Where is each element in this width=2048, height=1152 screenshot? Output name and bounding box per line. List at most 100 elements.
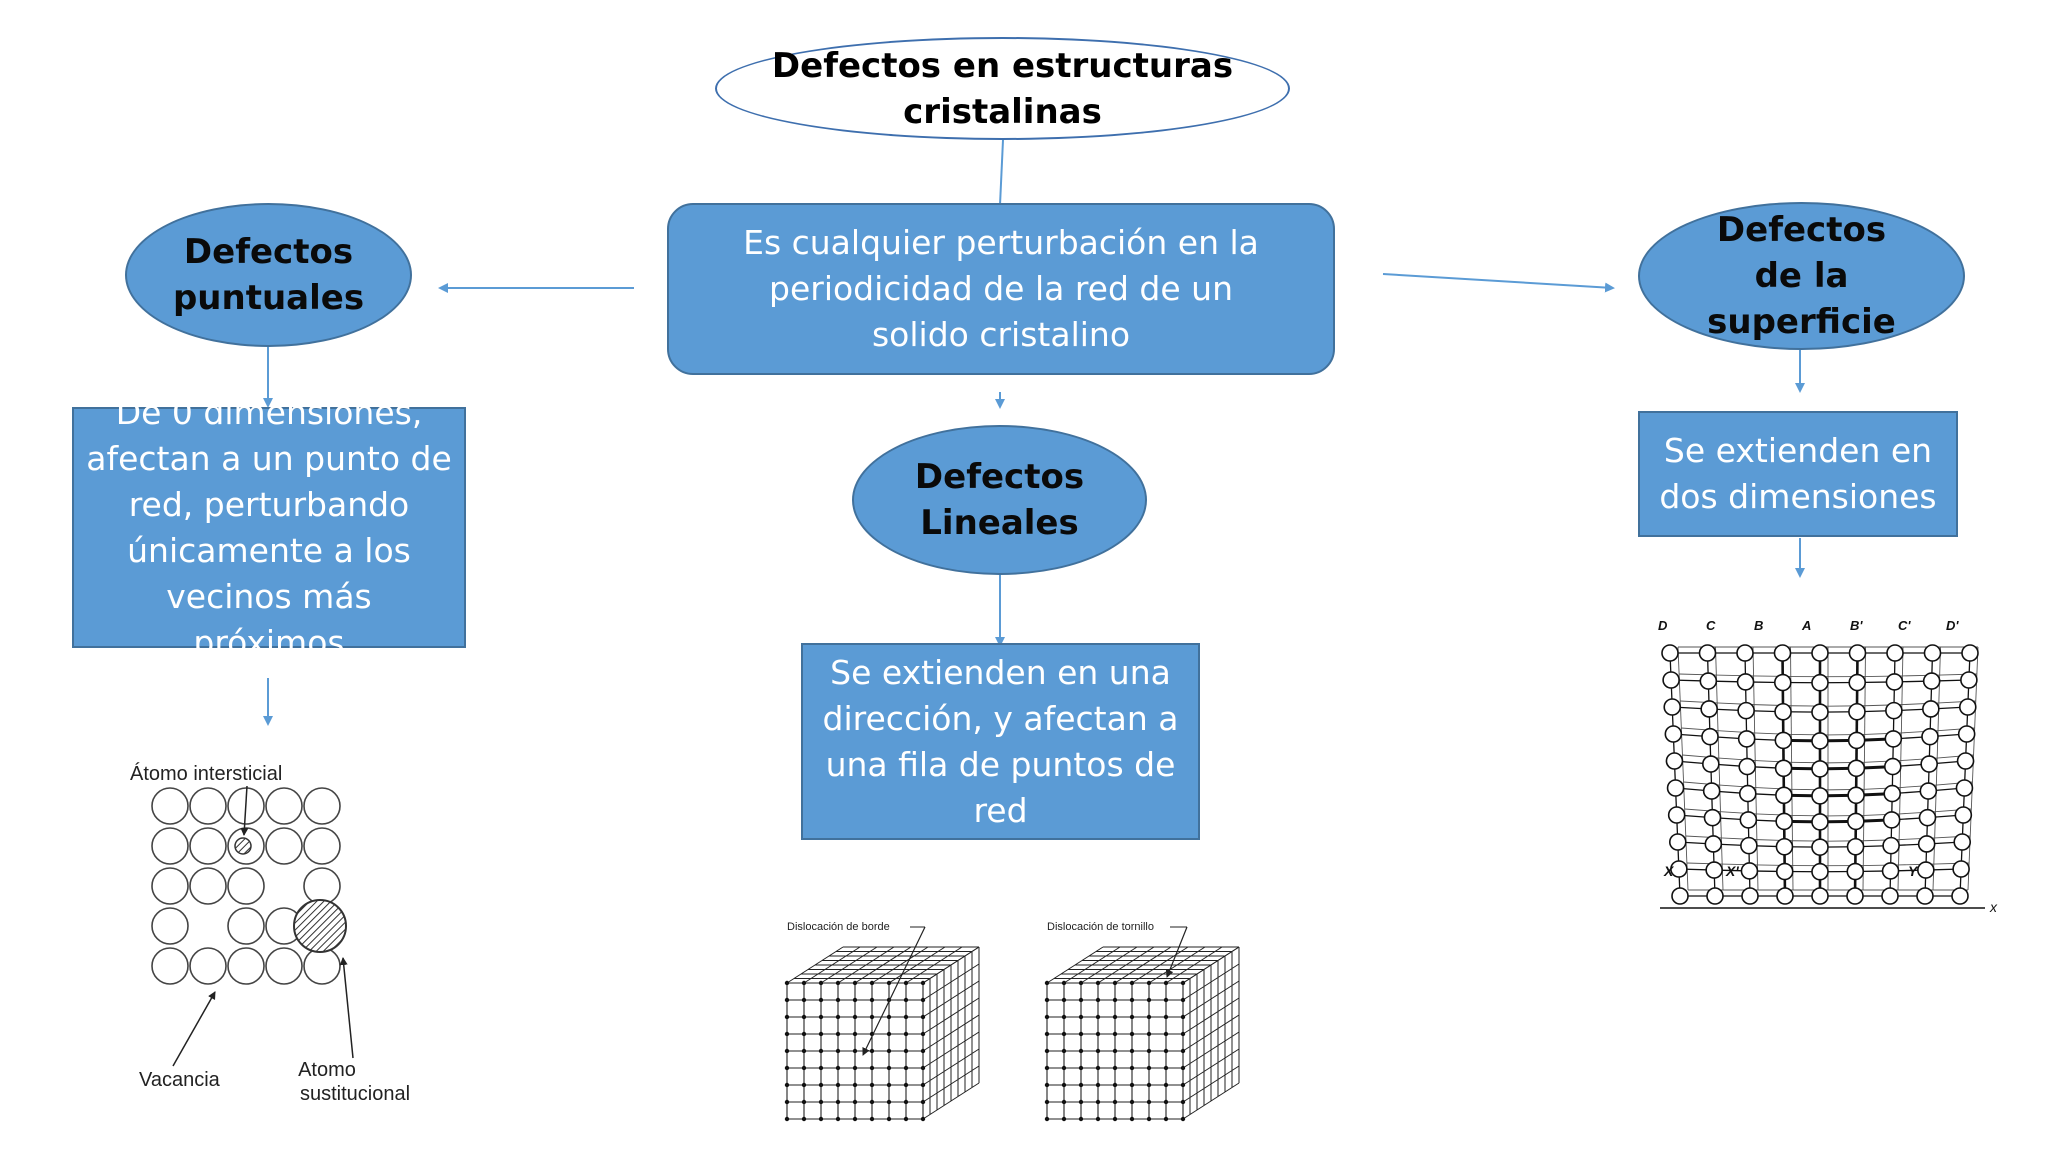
- lattice-node: [1078, 997, 1084, 1003]
- point-defects-node: Defectos puntuales: [125, 203, 412, 347]
- lattice-node: [784, 1014, 790, 1020]
- lattice-node: [818, 1082, 824, 1088]
- lattice-atom: [1956, 752, 1975, 770]
- lattice-atom: [1774, 759, 1793, 778]
- lattice-node: [1078, 1082, 1084, 1088]
- lattice-atom: [1883, 757, 1902, 776]
- lattice-node: [1146, 1116, 1152, 1122]
- lattice-node: [1129, 1048, 1135, 1054]
- surface-top-label: D: [1658, 618, 1668, 633]
- lattice-atom: [1736, 673, 1755, 691]
- lattice-atom: [151, 787, 189, 825]
- lattice-atom: [189, 827, 227, 865]
- lattice-atom: [1882, 836, 1900, 855]
- lattice-node: [852, 1099, 858, 1105]
- lattice-node: [852, 1065, 858, 1071]
- lattice-atom: [1923, 644, 1942, 662]
- lattice-node: [1044, 1099, 1050, 1105]
- lattice-node: [1078, 1031, 1084, 1037]
- lattice-node: [1180, 980, 1186, 986]
- lattice-node: [784, 1065, 790, 1071]
- vacancy-label: Vacancia: [139, 1069, 221, 1091]
- lattice-node: [920, 1048, 926, 1054]
- lattice-node: [1095, 1082, 1101, 1088]
- lattice-node: [818, 1065, 824, 1071]
- surface-defects-node: Defectos de la superficie: [1638, 202, 1965, 350]
- lattice-atom: [151, 867, 189, 905]
- lattice-atom: [1662, 671, 1680, 689]
- lattice-node: [1146, 1099, 1152, 1105]
- lattice-atom: [227, 907, 265, 945]
- lattice-node: [801, 1048, 807, 1054]
- lattice-atom: [1740, 862, 1759, 880]
- lattice-node: [1112, 980, 1118, 986]
- lattice-atom: [1886, 644, 1904, 662]
- lattice-atom: [303, 787, 341, 825]
- lattice-atom: [1847, 786, 1865, 805]
- lattice-node: [835, 980, 841, 986]
- lattice-node: [920, 1082, 926, 1088]
- lattice-node: [835, 1031, 841, 1037]
- lattice-atom: [303, 867, 341, 905]
- lattice-atom: [1664, 725, 1683, 743]
- lattice-node: [1078, 1014, 1084, 1020]
- lattice-node: [818, 1099, 824, 1105]
- lattice-node: [784, 1048, 790, 1054]
- lattice-atom: [1885, 673, 1904, 691]
- lattice-node: [1146, 997, 1152, 1003]
- lattice-atom: [1811, 838, 1829, 856]
- lattice-node: [835, 1082, 841, 1088]
- lattice-node: [869, 1048, 875, 1054]
- lattice-node: [1095, 1031, 1101, 1037]
- lattice-node: [1180, 1031, 1186, 1037]
- lattice-node: [869, 1065, 875, 1071]
- lattice-node: [1180, 1048, 1186, 1054]
- lattice-node: [1044, 980, 1050, 986]
- lattice-node: [920, 1065, 926, 1071]
- lattice-atom: [1703, 808, 1722, 827]
- lattice-atom: [1811, 644, 1829, 662]
- lattice-node: [1112, 1099, 1118, 1105]
- lattice-atom: [1698, 644, 1717, 662]
- lattice-node: [1146, 980, 1152, 986]
- connector-title-to-definition: [999, 139, 1004, 206]
- lattice-atom: [1920, 755, 1938, 773]
- interstitial-atom: [234, 837, 252, 855]
- lattice-node: [1180, 997, 1186, 1003]
- lattice-node: [1044, 1116, 1050, 1122]
- surface-label-x: X: [1663, 863, 1675, 879]
- lattice-atom: [1847, 759, 1866, 778]
- lattice-node: [1146, 1031, 1152, 1037]
- lattice-node: [1112, 1116, 1118, 1122]
- surface-top-label: C: [1706, 618, 1716, 633]
- lattice-node: [784, 980, 790, 986]
- definition-box: Es cualquier perturbación en la periodic…: [667, 203, 1335, 375]
- lattice-node: [1163, 1014, 1169, 1020]
- vacancy-pointer: [172, 991, 216, 1067]
- surface-defects-description: Se extienden en dos dimensiones: [1659, 431, 1937, 516]
- lattice-node: [1112, 997, 1118, 1003]
- lattice-node: [1061, 1048, 1067, 1054]
- lattice-node: [1095, 980, 1101, 986]
- lattice-atom: [1774, 731, 1793, 750]
- lattice-node: [818, 980, 824, 986]
- lattice-node: [784, 1116, 790, 1122]
- screw-dislocation-figure: Dislocación de tornillo: [1044, 921, 1240, 1122]
- lattice-node: [1112, 1014, 1118, 1020]
- lattice-atom: [1773, 673, 1792, 692]
- screw-dislocation-label: Dislocación de tornillo: [1047, 921, 1154, 933]
- lattice-node: [869, 1014, 875, 1020]
- lattice-node: [1095, 1048, 1101, 1054]
- lattice-node: [801, 980, 807, 986]
- interstitial-label: Átomo intersticial: [130, 762, 282, 785]
- lattice-atom: [1957, 725, 1976, 743]
- lattice-node: [818, 997, 824, 1003]
- lattice-node: [1180, 1065, 1186, 1071]
- lattice-node: [1061, 1099, 1067, 1105]
- lattice-node: [1129, 1014, 1135, 1020]
- lattice-node: [920, 1014, 926, 1020]
- lattice-atom: [303, 947, 341, 985]
- lattice-atom: [1736, 644, 1754, 662]
- lattice-node: [869, 980, 875, 986]
- lattice-node: [1061, 980, 1067, 986]
